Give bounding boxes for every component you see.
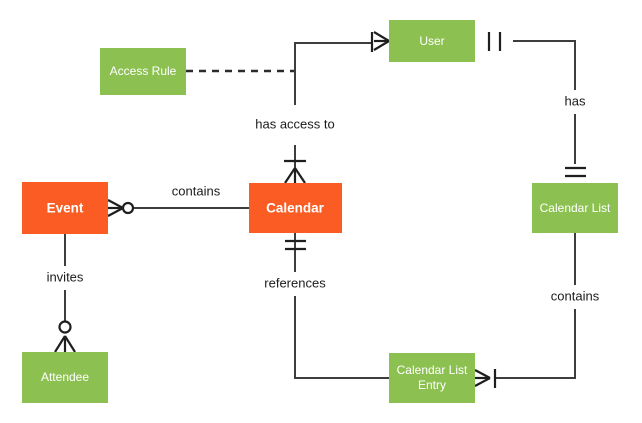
entity-event[interactable]: Event [22,182,108,234]
cardinality-one-and-only-one-calendar-bottom [285,239,306,251]
entity-user[interactable]: User [389,20,475,62]
entity-label-calendar-list: Calendar List [540,201,611,215]
entity-label-access-rule: Access Rule [110,64,177,78]
entity-access-rule[interactable]: Access Rule [100,48,186,95]
edge-references [294,233,389,379]
relationship-label-contains-entry: contains [551,288,600,303]
entity-label-attendee: Attendee [41,370,89,384]
cardinality-one-or-many-user-left [370,31,390,52]
cardinality-one-or-many-cle-right [474,369,497,388]
relationship-label-references: references [264,275,326,290]
cardinality-zero-or-many-event-right [107,199,135,217]
entity-label-calendar-list-entry-line2: Entry [418,378,446,392]
edge-has [513,40,576,164]
entity-label-user: User [419,34,444,48]
relationship-label-has-access-to: has access to [255,116,335,131]
cardinality-one-and-only-one-calendarlist-top [565,166,586,178]
entity-attendee[interactable]: Attendee [22,352,108,403]
relationship-label-has: has [565,93,586,108]
entity-calendar-list[interactable]: Calendar List [532,183,618,233]
cardinality-one-or-many-calendar-top [284,159,306,184]
relationship-label-invites: invites [47,269,84,284]
cardinality-zero-or-many-attendee-top [54,320,76,353]
cardinality-one-and-only-one-user-right [487,32,502,51]
entity-label-calendar-list-entry-line1: Calendar List [397,363,468,377]
edge-has-access-to [294,42,372,183]
entity-calendar[interactable]: Calendar [249,183,342,233]
entity-calendar-list-entry[interactable]: Calendar List Entry [389,353,475,403]
entity-label-event: Event [47,201,84,216]
entity-label-calendar: Calendar [266,201,325,216]
relationship-label-contains-calendar: contains [172,183,221,198]
edge-contains-entry [495,233,576,379]
